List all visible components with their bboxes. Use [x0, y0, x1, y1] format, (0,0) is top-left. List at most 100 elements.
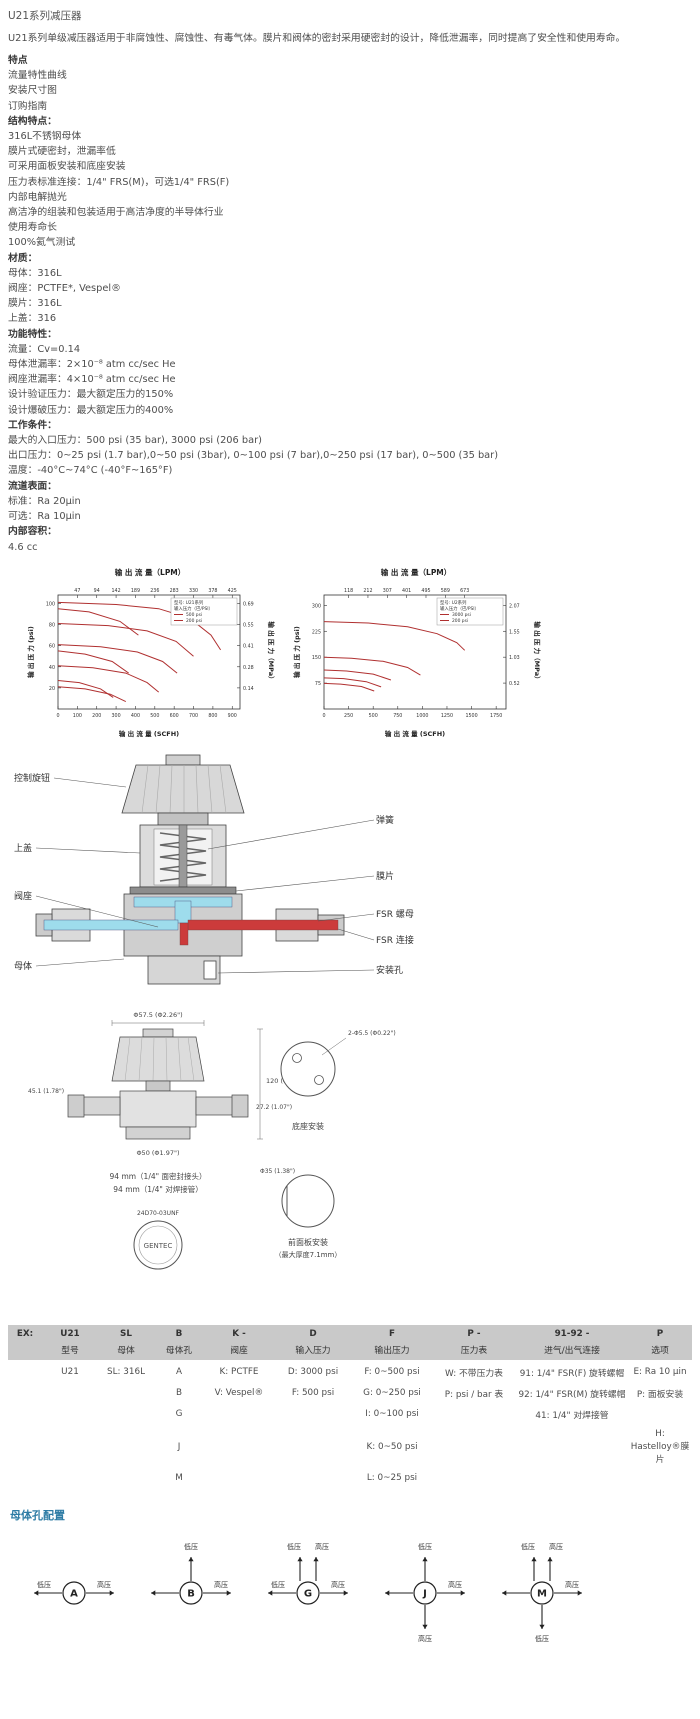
order-cell — [204, 1467, 274, 1485]
dim-conn2: 94 mm（1/4" 对焊接管） — [113, 1184, 202, 1194]
x-tick: 1000 — [416, 713, 428, 719]
materials-heading: 材质： — [8, 252, 38, 264]
panel-mount-drawing: Φ35 (1.38") 前面板安装 （最大厚度7.1mm） — [260, 1168, 341, 1259]
top-tick: 142 — [112, 588, 121, 594]
y-tick: 80 — [49, 622, 55, 628]
right-tick: 0.55 — [243, 622, 254, 628]
legend-entry: 3000 psi — [452, 612, 471, 618]
order-cell — [8, 1423, 42, 1467]
port-label: 高压 — [214, 1580, 228, 1589]
order-cell — [432, 1402, 516, 1423]
order-cell: 92: 1/4" FSR(M) 旋转螺帽 — [518, 1389, 626, 1400]
arrow-head — [297, 1556, 303, 1562]
order-cell — [274, 1467, 352, 1485]
panel-mount-caption2: （最大厚度7.1mm） — [275, 1250, 342, 1259]
flow-curve — [57, 622, 194, 657]
x-tick: 200 — [92, 713, 101, 719]
port-config-B: B 高压 低压 — [151, 1542, 231, 1605]
x-tick: 1500 — [465, 713, 477, 719]
order-cell — [204, 1423, 274, 1467]
arrow-head — [385, 1590, 390, 1596]
order-cell: U21 — [61, 1367, 79, 1378]
condition-item: 最大的入口压力：500 psi (35 bar), 3000 psi (206 … — [8, 435, 262, 447]
order-cell: G: 0~250 psi — [363, 1388, 421, 1399]
order-label-cell: 母体孔 — [154, 1340, 204, 1360]
port-label: 低压 — [37, 1580, 51, 1589]
port-config-M: M高压低压高压低压 — [502, 1542, 582, 1643]
performance-item: 设计爆破压力：最大额定压力的400% — [8, 404, 174, 416]
label-cover: 上盖 — [14, 842, 32, 854]
port-label: 低压 — [535, 1634, 549, 1643]
top-tick: 236 — [150, 588, 159, 594]
arrow-head — [109, 1590, 114, 1596]
order-cell — [8, 1381, 42, 1402]
port-letter: J — [422, 1588, 427, 1599]
flow-curve — [57, 664, 160, 693]
order-code-cell: SL — [98, 1324, 154, 1341]
order-cell: J — [177, 1441, 181, 1452]
port-label: 高压 — [565, 1580, 579, 1589]
port-config-A: A低压高压 — [34, 1580, 114, 1605]
material-item: 阀座：PCTFE*, Vespel® — [8, 283, 121, 295]
legend-line: 型号: U21系列 — [174, 599, 204, 606]
structure-item: 可采用面板安装和底座安装 — [8, 161, 126, 173]
performance-item: 阀座泄漏率：4×10⁻⁸ atm cc/sec He — [8, 374, 176, 386]
port-label: 高压 — [448, 1580, 462, 1589]
flow-curve — [323, 656, 421, 676]
flow-curve — [323, 620, 466, 651]
port-label: 低压 — [184, 1542, 198, 1551]
base-mount-caption: 底座安装 — [292, 1121, 324, 1131]
structure-item: 压力表标准连接：1/4" FRS(M)，可选1/4" FRS(F) — [8, 176, 230, 188]
order-cell: V: Vespel® — [214, 1388, 264, 1399]
top-tick: 47 — [74, 588, 80, 594]
order-row: J K: 0~50 psi H: Hastelloy®膜片 — [8, 1423, 692, 1467]
bonnet-shape — [139, 812, 227, 888]
top-tick: 330 — [189, 588, 198, 594]
right-tick: 0.69 — [243, 601, 254, 607]
label-spring: 弹簧 — [376, 814, 394, 826]
order-code-cell: K - — [204, 1324, 274, 1341]
order-cell — [516, 1467, 628, 1485]
right-tick: 0.52 — [509, 681, 520, 687]
order-cell: F: 0~500 psi — [364, 1367, 420, 1378]
arrow-head — [539, 1624, 545, 1629]
legend-entry: 200 psi — [186, 618, 202, 624]
arrow-head — [502, 1590, 507, 1596]
x-tick: 300 — [112, 713, 121, 719]
dim-port-height: 45.1 (1.78") — [28, 1088, 64, 1095]
arrow-head — [577, 1590, 582, 1596]
arrow-head — [547, 1556, 553, 1562]
material-item: 母体：316L — [8, 267, 62, 279]
dim-conn1: 94 mm（1/4" 面密封接头） — [110, 1171, 207, 1181]
port-letter: B — [187, 1588, 195, 1599]
order-cell — [98, 1381, 154, 1402]
top-tick: 212 — [363, 588, 372, 594]
port-label: 高压 — [549, 1542, 563, 1551]
port-label: 低压 — [271, 1580, 285, 1589]
legend-entry: 200 psi — [452, 618, 468, 624]
structure-item: 100%氦气测试 — [8, 237, 76, 249]
order-cell: H: Hastelloy®膜片 — [630, 1428, 690, 1465]
structure-item: 高洁净的组装和包装适用于高洁净度的半导体行业 — [8, 207, 224, 219]
page-title: U21系列减压器 — [8, 10, 82, 22]
x-tick: 600 — [170, 713, 179, 719]
order-cell — [8, 1360, 42, 1381]
order-cell — [274, 1402, 352, 1423]
flow-curve — [57, 650, 129, 674]
port-label: 高压 — [331, 1580, 345, 1589]
diaphragm-shape — [129, 886, 237, 895]
top-tick: 495 — [421, 588, 430, 594]
structure-heading: 结构特点： — [8, 115, 57, 127]
chart-xlabel: 输 出 流 量 (SCFH) — [385, 729, 445, 738]
panel-mount-caption: 前面板安装 — [288, 1237, 328, 1247]
port-letter: A — [70, 1588, 78, 1599]
label-fsr-nut: FSR 螺母 — [376, 909, 414, 920]
label-fsr-conn: FSR 连接 — [376, 934, 414, 946]
order-cell: K: 0~50 psi — [366, 1441, 418, 1452]
structure-item: 316L不锈钢母体 — [8, 131, 82, 143]
x-tick: 0 — [56, 713, 59, 719]
